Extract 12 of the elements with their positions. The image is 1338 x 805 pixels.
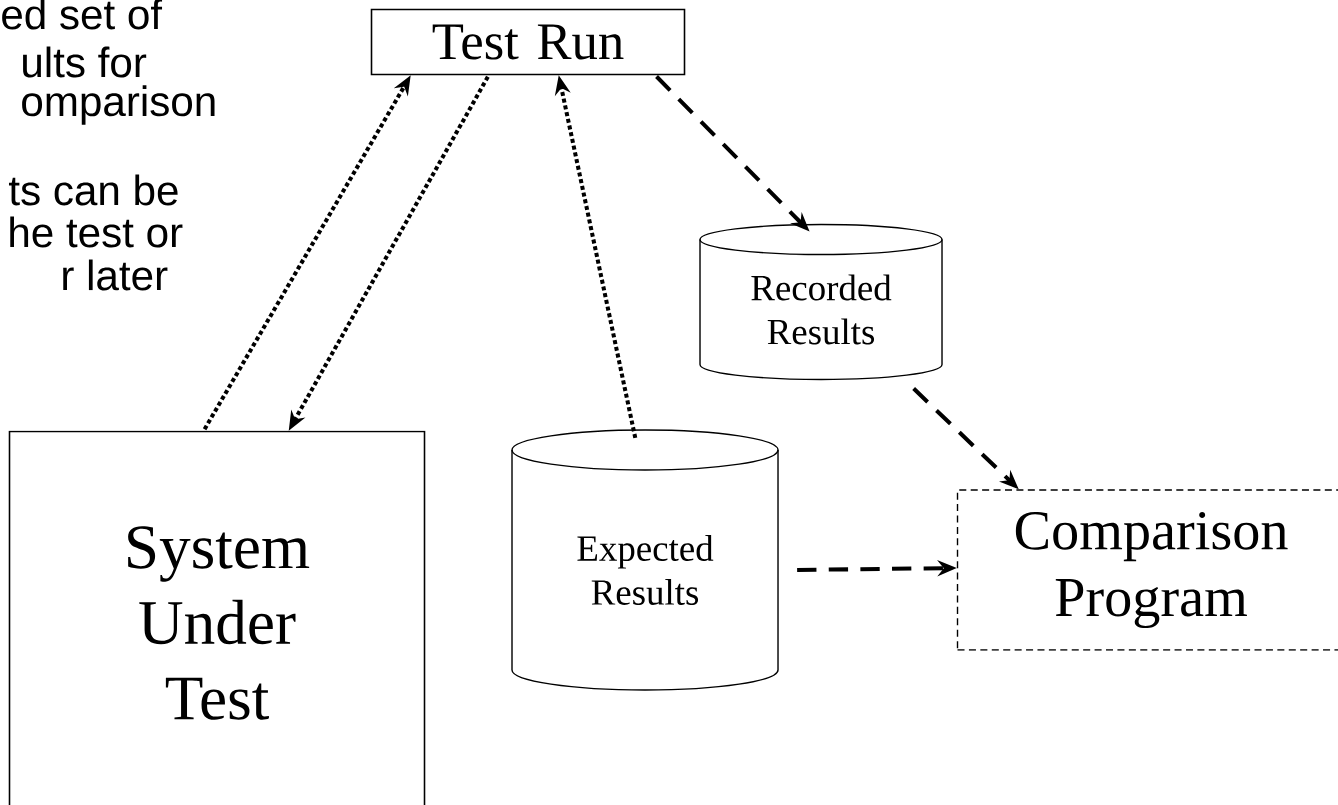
note-text: ts can be (9, 174, 178, 206)
node-label: Recorded Results (751, 274, 892, 345)
database-cylinder: Recorded Results (699, 223, 943, 381)
database-cylinder: Expected Results (511, 429, 779, 691)
note-text: he test or (10, 216, 183, 248)
process-box: System Under Test (8, 430, 426, 805)
note-text: ults for (23, 46, 147, 78)
node-label: Expected Results (577, 535, 714, 605)
process-box: Comparison Program (956, 489, 1338, 651)
process-box: Test Run (370, 8, 686, 76)
note-text: omparison (22, 85, 215, 125)
note-text: r later (63, 259, 168, 291)
